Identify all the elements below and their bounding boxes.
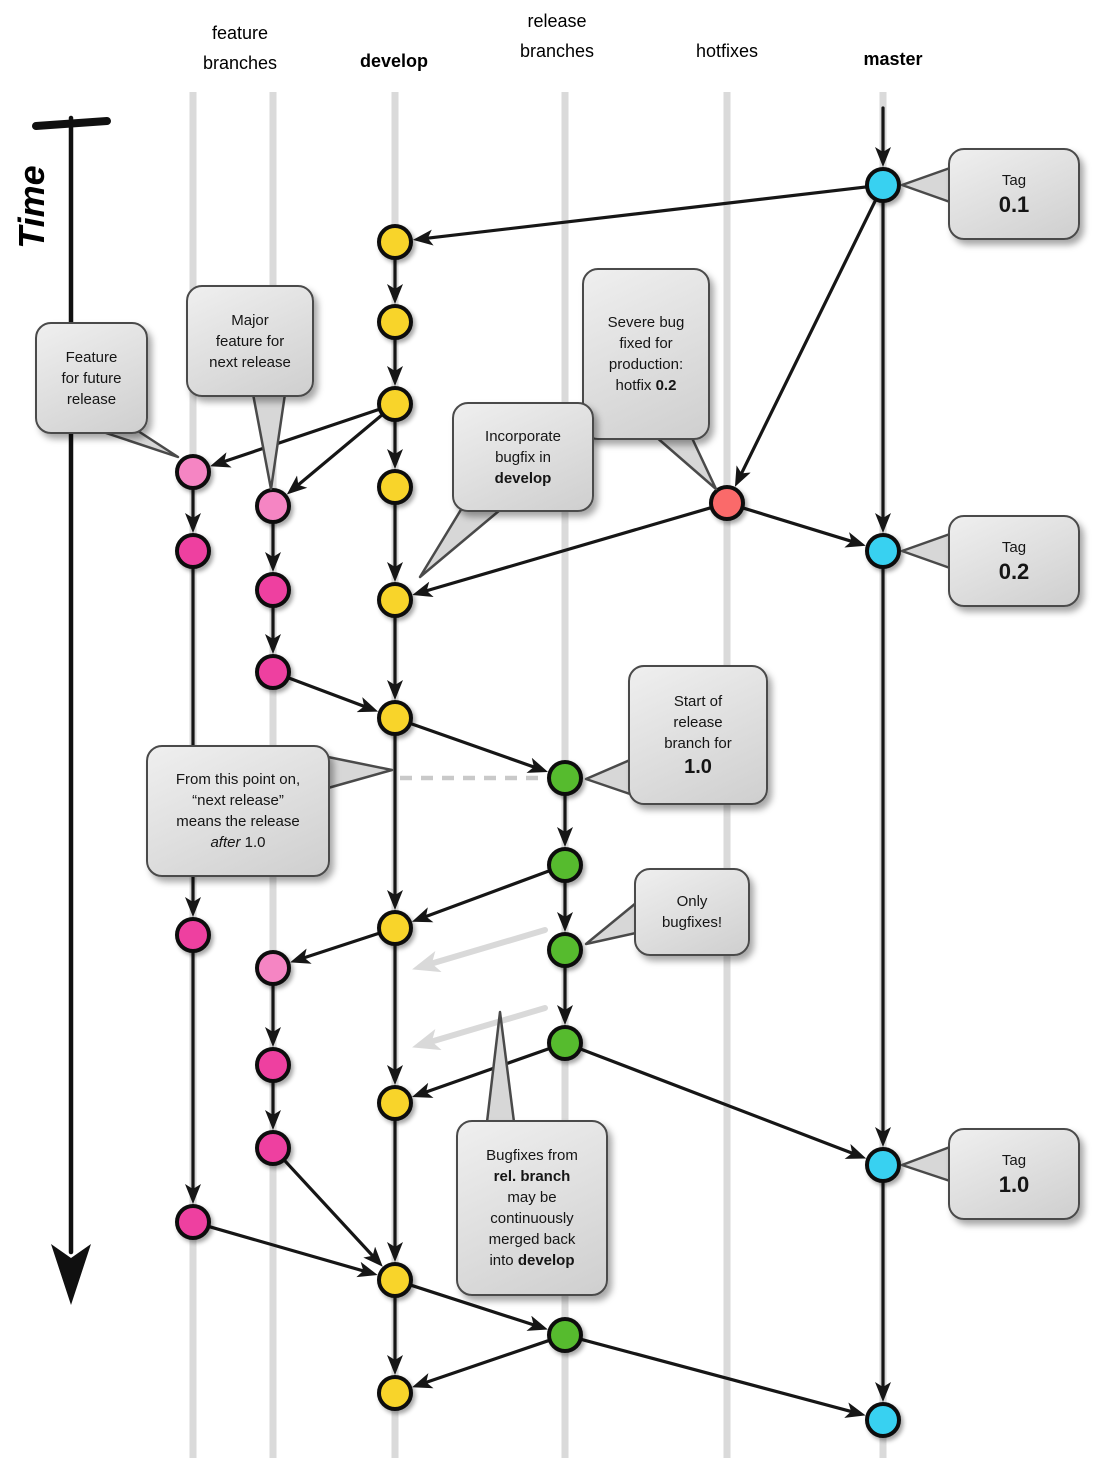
callout-tail-feature-future bbox=[98, 427, 180, 459]
faded-merge-arrow-2 bbox=[412, 1005, 548, 1051]
time-axis-label: Time bbox=[11, 165, 52, 249]
arrow-FB3-to-D6 bbox=[288, 676, 379, 713]
commit-node-R3 bbox=[547, 932, 583, 968]
column-header-line: release bbox=[527, 11, 587, 31]
callout-tail-tag-0-1 bbox=[900, 166, 952, 204]
commit-node-D1 bbox=[377, 224, 413, 260]
commit-node-R2 bbox=[547, 847, 583, 883]
commit-node-FA4 bbox=[175, 1204, 211, 1240]
arrow-D7-to-FB4 bbox=[290, 932, 380, 964]
column-header-line: feature bbox=[211, 23, 269, 43]
commit-node-D8 bbox=[377, 1085, 413, 1121]
arrow-R4-to-D8 bbox=[411, 1047, 550, 1098]
arrow-D6-to-R1 bbox=[410, 722, 549, 773]
commit-node-FB5 bbox=[255, 1047, 291, 1083]
commit-node-M2 bbox=[865, 533, 901, 569]
commit-node-D2 bbox=[377, 304, 413, 340]
callout-tail-bugfixes-from bbox=[485, 1010, 516, 1124]
arrow-D3-to-FB1 bbox=[286, 413, 383, 495]
time-axis-arrowhead-icon bbox=[51, 1244, 91, 1305]
column-header-release-branches: release branches bbox=[472, 6, 642, 66]
commit-node-FB3 bbox=[255, 654, 291, 690]
commit-node-H1 bbox=[709, 485, 745, 521]
column-header-line: branches bbox=[519, 41, 595, 61]
arrow-H1-to-D5 bbox=[412, 506, 712, 598]
commit-node-D6 bbox=[377, 700, 413, 736]
callout-tail-start-release bbox=[584, 758, 632, 796]
commit-node-FB6 bbox=[255, 1130, 291, 1166]
column-header-master: master bbox=[808, 44, 978, 74]
commit-node-D5 bbox=[377, 582, 413, 618]
column-header-line: master bbox=[863, 49, 923, 69]
commit-node-R4 bbox=[547, 1025, 583, 1061]
commit-node-D10 bbox=[377, 1375, 413, 1411]
commit-node-FB4 bbox=[255, 950, 291, 986]
commit-node-D9 bbox=[377, 1262, 413, 1298]
commit-node-R1 bbox=[547, 760, 583, 796]
column-header-line: hotfixes bbox=[695, 41, 759, 61]
arrow-D3-to-FA1 bbox=[210, 408, 380, 468]
arrow-M1-to-H1 bbox=[734, 199, 877, 487]
commit-node-FB2 bbox=[255, 572, 291, 608]
commit-node-D7 bbox=[377, 910, 413, 946]
time-axis-line bbox=[68, 115, 75, 1255]
arrow-FB6-to-D9 bbox=[283, 1159, 383, 1267]
column-header-line: develop bbox=[359, 51, 429, 71]
commit-node-FA2 bbox=[175, 533, 211, 569]
callout-tail-tag-0-2 bbox=[900, 532, 952, 570]
arrow-R5-to-M4 bbox=[580, 1338, 866, 1418]
arrow-FA4-to-D9 bbox=[208, 1225, 378, 1278]
arrow-R5-to-D10 bbox=[412, 1339, 550, 1389]
column-header-hotfixes: hotfixes bbox=[642, 36, 812, 66]
commit-node-M1 bbox=[865, 167, 901, 203]
arrow-R4-to-M3 bbox=[580, 1047, 867, 1159]
callout-tail-only-bugfixes bbox=[584, 901, 638, 946]
arrow-M1-to-D1 bbox=[412, 185, 867, 246]
callout-tail-severe-bug bbox=[653, 434, 718, 491]
column-header-line: branches bbox=[202, 53, 278, 73]
callout-tail-incorporate-bugfix bbox=[418, 506, 502, 579]
arrow-R2-to-D7 bbox=[411, 869, 550, 923]
commit-node-FA3 bbox=[175, 917, 211, 953]
commit-node-D4 bbox=[377, 469, 413, 505]
commit-node-R5 bbox=[547, 1317, 583, 1353]
commit-node-FA1 bbox=[175, 454, 211, 490]
commit-node-FB1 bbox=[255, 488, 291, 524]
commit-node-M3 bbox=[865, 1147, 901, 1183]
callout-tail-from-this-point bbox=[326, 755, 394, 790]
commit-node-M4 bbox=[865, 1402, 901, 1438]
arrow-H1-to-M2 bbox=[742, 506, 866, 548]
commit-node-D3 bbox=[377, 386, 413, 422]
callout-tail-tag-1-0 bbox=[900, 1145, 952, 1183]
column-header-develop: develop bbox=[309, 46, 479, 76]
faded-merge-arrow-1 bbox=[412, 927, 548, 973]
arrow-D9-to-R5 bbox=[410, 1283, 548, 1331]
column-header-feature-branches: feature branches bbox=[155, 18, 325, 78]
